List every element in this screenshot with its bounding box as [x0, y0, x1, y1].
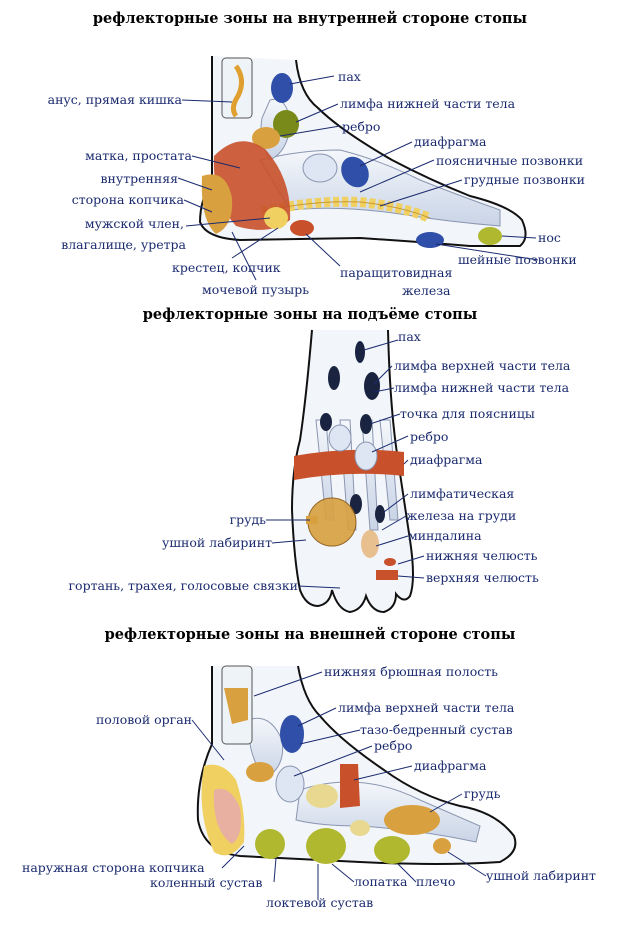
label-thoracic-vertebrae: грудные позвонки: [464, 172, 585, 187]
label-diaphragm-1: диафрагма: [414, 134, 487, 149]
label-upper-body-lymph-3: лимфа верхней части тела: [338, 700, 515, 715]
label-rib-2: ребро: [410, 429, 449, 444]
label-larynx-trachea: гортань, трахея, голосовые связки: [68, 578, 299, 593]
label-lower-body-lymph-2: лимфа нижней части тела: [394, 380, 570, 395]
label-rib-1: ребро: [342, 119, 381, 134]
label-inner-ear-2: ушной лабиринт: [162, 535, 272, 550]
label-lower-jaw: нижняя челюсть: [426, 548, 538, 563]
section-2-title: рефлекторные зоны на подъёме стопы: [142, 306, 478, 323]
label-diaphragm-2: диафрагма: [410, 452, 483, 467]
label-sacrum-coccyx: крестец, копчик: [172, 260, 281, 275]
section-1-title: рефлекторные зоны на внутренней стороне …: [92, 10, 528, 27]
label-penis: мужской член,: [84, 216, 184, 231]
label-parathyroid: паращитовидная: [340, 265, 453, 280]
label-groin-1: пах: [338, 69, 361, 84]
label-nose: нос: [538, 230, 561, 245]
label-chest-gland: железа на груди: [406, 508, 517, 523]
label-knee-joint: коленный сустав: [150, 875, 263, 890]
label-anus-rectum: анус, прямая кишка: [47, 92, 182, 107]
label-chest-3: грудь: [464, 786, 501, 801]
label-cervical-vertebrae: шейные позвонки: [458, 252, 577, 267]
label-bladder: мочевой пузырь: [202, 282, 310, 297]
section-3-title: рефлекторные зоны на внешней стороне сто…: [104, 626, 516, 643]
label-genital-organ: половой орган: [95, 712, 192, 727]
label-inner: внутренняя: [100, 171, 178, 186]
foot-outer-side: [196, 665, 517, 865]
label-coccyx-side: сторона копчика: [71, 192, 184, 207]
label-lumbar-vertebrae: поясничные позвонки: [436, 153, 584, 168]
label-shoulder: плечо: [416, 874, 456, 889]
label-tonsil: миндалина: [408, 528, 482, 543]
label-upper-jaw: верхняя челюсть: [426, 570, 539, 585]
label-hip-joint: тазо-бедренный сустав: [360, 722, 513, 737]
label-lower-abdomen: нижняя брюшная полость: [324, 664, 498, 679]
label-gland-1: железа: [402, 283, 451, 298]
label-chest-2: грудь: [229, 512, 266, 527]
label-uterus-prostate: матка, простата: [85, 148, 192, 163]
leaders-section-2: [266, 339, 425, 589]
leaders-section-1: [177, 75, 539, 281]
label-groin-2: пах: [398, 329, 421, 344]
label-lower-body-lymph-1: лимфа нижней части тела: [340, 96, 516, 111]
leaders-section-3: [191, 671, 487, 900]
foot-instep: [290, 329, 414, 614]
label-lumbar-point: точка для поясницы: [400, 406, 535, 421]
foot-inner-side: [198, 56, 527, 248]
label-upper-body-lymph-2: лимфа верхней части тела: [394, 358, 571, 373]
label-rib-3: ребро: [374, 738, 413, 753]
label-diaphragm-3: диафрагма: [414, 758, 487, 773]
label-scapula: лопатка: [354, 874, 408, 889]
label-outer-coccyx: наружная сторона копчика: [22, 860, 205, 875]
label-elbow-joint: локтевой сустав: [266, 895, 374, 910]
label-inner-ear-3: ушной лабиринт: [486, 868, 596, 883]
label-vagina-urethra: влагалище, уретра: [61, 237, 186, 252]
label-lymphatic: лимфатическая: [410, 486, 515, 501]
